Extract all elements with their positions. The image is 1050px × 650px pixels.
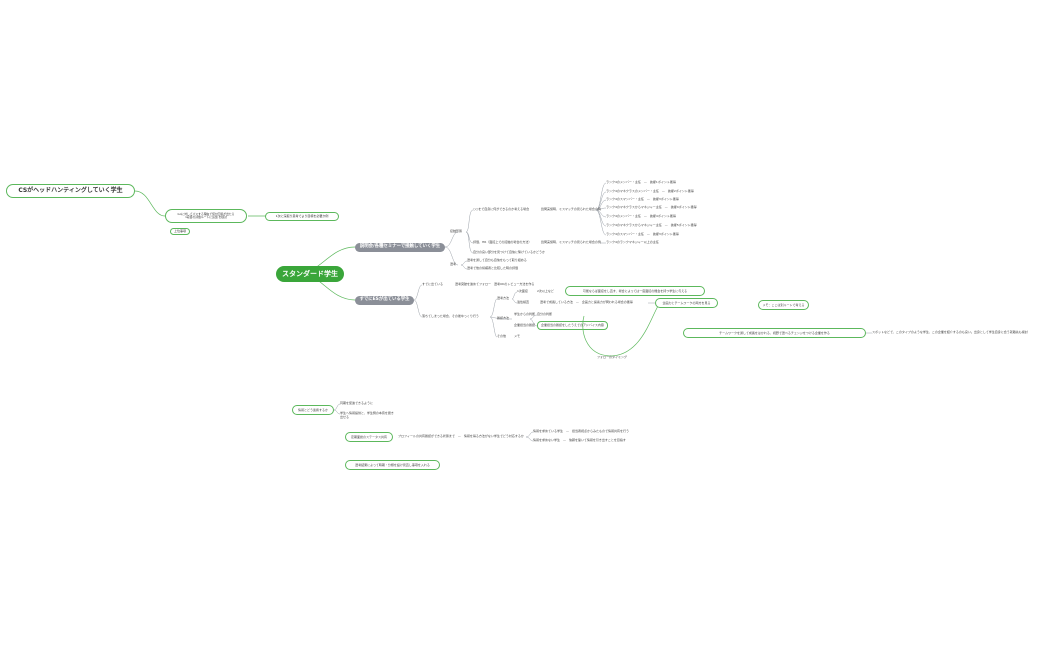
bottom-node-1-b[interactable]: 学生へ情報提供と、学生側の本音を聞き 出せる — [340, 411, 394, 419]
yes-desc: 質問実施時、ミスマッチの見られた場合の例 — [541, 207, 601, 211]
reason-a[interactable]: 学生からの判断 — [514, 312, 536, 316]
other-label[interactable]: その他 — [497, 334, 507, 338]
top-branch-node-2[interactable]: 1次に深掘り思考でより目標を必要か例 — [265, 212, 339, 221]
loop-note: フォローのタイミング — [597, 355, 628, 359]
top-main-node[interactable]: CSがヘッドハンティングしていく学生 — [6, 184, 135, 198]
approach-label: 接触形態 — [450, 229, 463, 233]
type-label: 選考方法 — [497, 296, 510, 300]
selection-item[interactable]: 選考で他の候補者と比較した時の評価 — [467, 266, 519, 270]
right-item[interactable]: ランク4のランクマネジャー以上の主任 — [606, 240, 659, 244]
reason-b-desc[interactable]: 企業担当の確認をしたうえでのアドバイス内容 — [537, 321, 608, 330]
bottom-node-2-b[interactable]: 情報を求めない学生 — 信頼を築いて情報を引き出すことを目指す — [533, 438, 626, 442]
reason-b[interactable]: 企業担当の確認 — [514, 323, 536, 327]
memo-node[interactable]: メモ：ここは別ルートで考える — [758, 300, 809, 310]
already-desc: 選考突破を進めてフォロー 選考OKのレビュー方法を作る — [455, 282, 535, 286]
right-item[interactable]: ランク4のメンバー・主任 — 抜擢4ポイント獲得 — [606, 214, 676, 218]
es-node[interactable]: すでにESが出ている学生 — [355, 296, 414, 305]
top-small-node[interactable]: 上位事項 — [170, 228, 190, 235]
right-item[interactable]: ランク4のメンバー・主任 — 抜擢1ポイント獲得 — [606, 180, 676, 184]
bottom-node-3[interactable]: 選考結果によって時期・分類を設け見直し事項を入れる — [345, 460, 440, 470]
right-item[interactable]: ランク4のマネクラスからマネジャー主任 — 抜擢5ポイント獲得 — [606, 223, 697, 227]
notyet-node[interactable]: 落ちてしまった場合、その後ゆっくり行う — [422, 314, 479, 318]
special-node[interactable]: 自分の良い部分を見つけて自信に繋げているかどうか — [473, 250, 546, 254]
callout-node-1[interactable]: 可能ならば面接をし直す、場合によっては一度面接の機会を持つ学生に与える — [565, 286, 705, 296]
right-item[interactable]: ランク4のスマンバー・主任 — 抜擢3ポイント獲得 — [606, 197, 679, 201]
type-b-result[interactable]: 企画力とチームワークの両方を見る — [655, 298, 718, 308]
no-node[interactable]: 評価、HR（面接上での接触の場合の方法） — [473, 240, 532, 244]
reason-a-desc: 自分の判断 — [537, 312, 553, 316]
type-a-desc: 2次以上など — [537, 289, 554, 293]
root-node[interactable]: スタンダード学生 — [276, 266, 344, 282]
bottom-node-1-a[interactable]: 同期を促進できるように — [340, 401, 373, 405]
bottom-node-1[interactable]: 情報とどう連携するか — [292, 405, 334, 415]
type-b[interactable]: 適性検査 — [517, 300, 530, 304]
callout-tail: スポットなどで、このタイプのような学生、この企業を紹介するのも良い。出身として学… — [872, 330, 1028, 334]
yes-node[interactable]: ○○をで自身に何ができるのか考える場合 — [473, 207, 530, 211]
right-item[interactable]: ランク4のマネクラスからマネジャー主任 — 抜擢4ポイント獲得 — [606, 205, 697, 209]
bottom-node-2[interactable]: 定期面談のステータス共有 — [345, 432, 393, 442]
selection-item[interactable]: 選考を通して自分も自信をもって取り組める — [467, 258, 527, 262]
seminar-node[interactable]: 説明会/各種セミナーで接触していく学生 — [355, 243, 445, 252]
type-b-desc: 選考で成長している方法 — 企画力と提案力が問われる場合の獲得 — [540, 300, 633, 304]
no-desc: 質問実施時、ミスマッチの見られた場合の例 — [541, 240, 601, 244]
reason-label: 確認方法 — [497, 316, 510, 320]
type-a[interactable]: 1次面接 — [517, 289, 528, 293]
callout-node-2[interactable]: チームワークを通して成長をはかれる、視野で選べるチェンジをつける企業を作る — [683, 328, 866, 338]
other-desc: メモ — [514, 334, 521, 338]
bottom-node-2-desc: プロフィールの共有確認ができる状態まで — 情報を得る方法がない学生でどう対応す… — [398, 434, 524, 438]
right-item[interactable]: ランク4のスマンバー・主任 — 抜擢3ポイント獲得 — [606, 232, 679, 236]
top-branch-node-1[interactable]: Goに対してパスする理由で何か回答が出たら 1段目の評価ルートに追加 を検討 — [165, 209, 247, 223]
already-node[interactable]: すでに出ている — [422, 282, 444, 286]
bottom-node-2-a[interactable]: 情報を求めている学生 — 担当者視点からみたもので情報共有を行う — [533, 429, 630, 433]
right-item[interactable]: ランク4のマネクラスのメンバー・主任 — 抜擢2ポイント獲得 — [606, 189, 694, 193]
selection-label: 選考 — [450, 262, 457, 266]
